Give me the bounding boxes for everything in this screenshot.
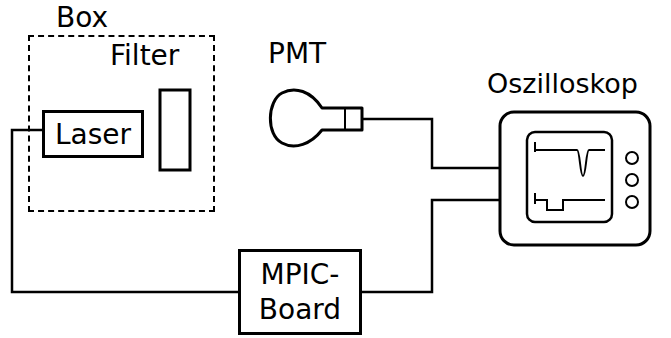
mpic-board: MPIC- Board — [238, 249, 362, 335]
box-label: Laser — [55, 118, 131, 151]
filter-label: Filter — [110, 38, 179, 73]
oscilloscope-label: Oszilloskop — [487, 67, 638, 101]
oscilloscope: Oszilloskop — [485, 68, 667, 248]
group-heading: Box — [56, 0, 108, 35]
signal-cable — [362, 119, 500, 168]
dashed-enclosure: BoxLaserFilter — [28, 35, 215, 212]
pmt-tube: PMT — [265, 38, 365, 150]
box-label: MPIC- Board — [259, 258, 341, 326]
filter-element: Filter — [110, 40, 220, 175]
pmt-label: PMT — [268, 36, 326, 71]
signal-cable — [362, 200, 500, 292]
laser-box: Laser — [42, 110, 144, 158]
